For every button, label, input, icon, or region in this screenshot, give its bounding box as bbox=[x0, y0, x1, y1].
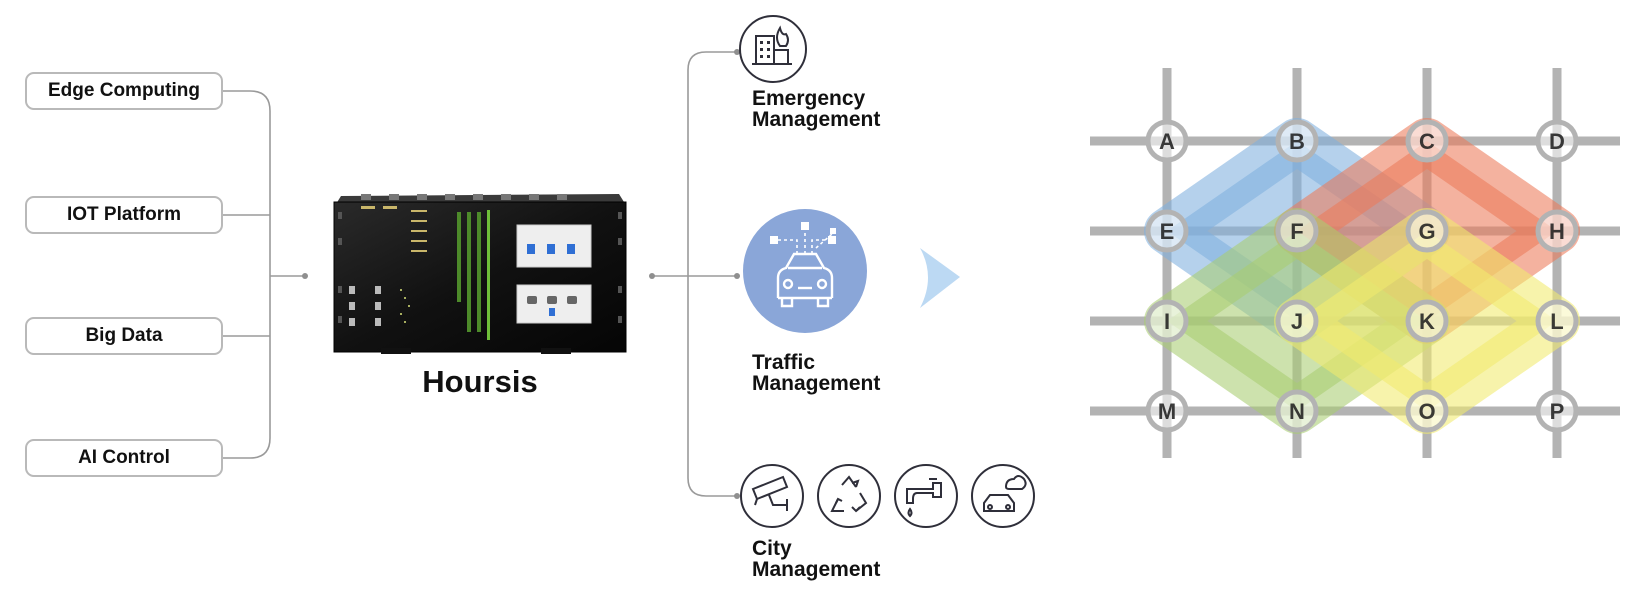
grid-node-m: M bbox=[1145, 389, 1189, 433]
grid-node-j: J bbox=[1275, 299, 1319, 343]
grid-node-a: A bbox=[1145, 119, 1189, 163]
grid-node-k: K bbox=[1405, 299, 1449, 343]
grid-nodes: A B C D E F G H I J K L M N O P bbox=[1145, 119, 1579, 433]
grid-node-label: K bbox=[1419, 309, 1435, 334]
grid-node-label: I bbox=[1164, 309, 1170, 334]
grid-node-label: G bbox=[1418, 219, 1435, 244]
grid-node-f: F bbox=[1275, 209, 1319, 253]
grid-node-g: G bbox=[1405, 209, 1449, 253]
cctv-camera-icon bbox=[740, 464, 804, 528]
city-management-label: City Management bbox=[752, 537, 881, 581]
edge-computing-box: Edge Computing bbox=[25, 72, 223, 110]
grid-node-label: B bbox=[1289, 129, 1305, 154]
traffic-management-label: Traffic Management bbox=[752, 351, 881, 395]
building-fire-icon bbox=[739, 15, 807, 83]
grid-node-label: D bbox=[1549, 129, 1565, 154]
hoursis-device-image bbox=[333, 194, 627, 354]
grid-node-n: N bbox=[1275, 389, 1319, 433]
recycle-icon bbox=[817, 464, 881, 528]
grid-node-label: L bbox=[1550, 309, 1563, 334]
grid-node-i: I bbox=[1145, 299, 1189, 343]
grid-node-label: C bbox=[1419, 129, 1435, 154]
car-emission-icon bbox=[971, 464, 1035, 528]
grid-node-label: E bbox=[1160, 219, 1175, 244]
zone-grid-diagram: A B C D E F G H I J K L M N O P bbox=[1090, 68, 1620, 458]
iot-platform-box: IOT Platform bbox=[25, 196, 223, 234]
grid-node-e: E bbox=[1145, 209, 1189, 253]
grid-node-p: P bbox=[1535, 389, 1579, 433]
grid-node-d: D bbox=[1535, 119, 1579, 163]
grid-node-label: F bbox=[1290, 219, 1303, 244]
grid-node-label: O bbox=[1418, 399, 1435, 424]
grid-node-l: L bbox=[1535, 299, 1579, 343]
connected-car-icon bbox=[743, 209, 867, 333]
grid-node-o: O bbox=[1405, 389, 1449, 433]
grid-node-label: N bbox=[1289, 399, 1305, 424]
grid-node-label: P bbox=[1550, 399, 1565, 424]
grid-node-label: M bbox=[1158, 399, 1176, 424]
ai-control-box: AI Control bbox=[25, 439, 223, 477]
grid-node-label: H bbox=[1549, 219, 1565, 244]
grid-node-label: A bbox=[1159, 129, 1175, 154]
water-tap-icon bbox=[894, 464, 958, 528]
grid-node-b: B bbox=[1275, 119, 1319, 163]
emergency-management-label: Emergency Management bbox=[752, 87, 881, 131]
flow-arrow-icon bbox=[920, 248, 960, 308]
grid-node-h: H bbox=[1535, 209, 1579, 253]
grid-zones bbox=[1144, 118, 1580, 434]
device-title: Hoursis bbox=[422, 364, 538, 399]
grid-node-c: C bbox=[1405, 119, 1449, 163]
grid-node-label: J bbox=[1291, 309, 1303, 334]
big-data-box: Big Data bbox=[25, 317, 223, 355]
